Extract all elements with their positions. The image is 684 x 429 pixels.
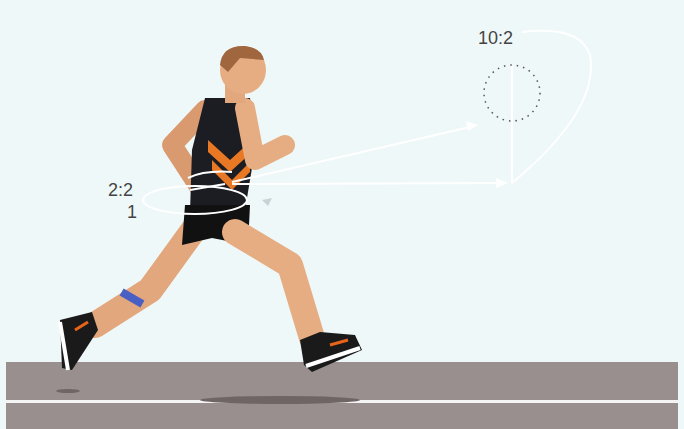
- front-leg: [235, 232, 362, 372]
- dotted-circle: [484, 65, 540, 121]
- callout-label: 2:2: [108, 180, 133, 200]
- callout-label: 10:2: [478, 28, 513, 48]
- shoe-shadow: [56, 389, 80, 393]
- annotation-lines: [143, 31, 591, 214]
- head: [220, 46, 266, 94]
- sky-background: [6, 6, 678, 362]
- rear-leg: [60, 228, 195, 370]
- track-surface: [6, 362, 678, 429]
- callout-label: 1: [127, 202, 137, 222]
- hair: [220, 46, 264, 72]
- front-arm: [245, 108, 285, 160]
- arrowheads: [262, 121, 508, 206]
- runner-shadow: [200, 396, 360, 404]
